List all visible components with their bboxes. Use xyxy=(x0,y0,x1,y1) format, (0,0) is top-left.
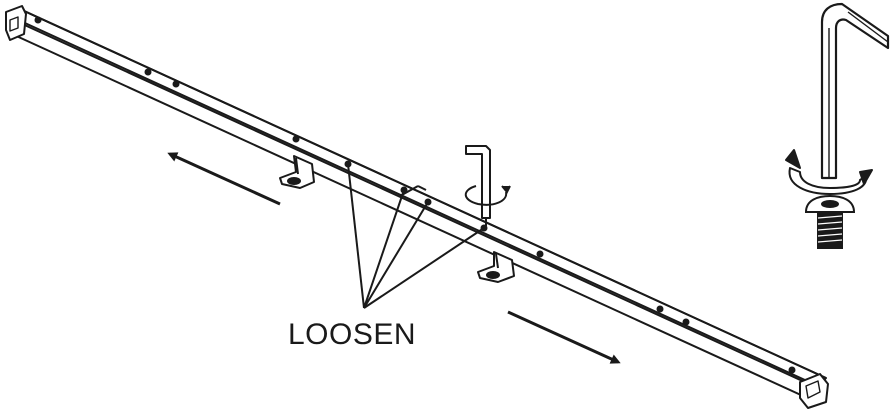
arrow-left-icon xyxy=(167,152,281,206)
loosen-leaders xyxy=(347,163,485,309)
left-bracket xyxy=(279,155,315,189)
rail xyxy=(5,5,829,409)
right-bracket xyxy=(477,251,515,283)
arrow-right-icon xyxy=(507,310,621,364)
rail-holes xyxy=(34,16,796,374)
allen-key-icon xyxy=(820,2,890,180)
loosen-label: LOOSEN xyxy=(288,318,416,351)
bolt-icon xyxy=(804,194,856,249)
rotate-large-icon xyxy=(785,149,873,195)
allen-key-small-icon xyxy=(465,145,491,226)
rotate-icon xyxy=(464,185,511,206)
